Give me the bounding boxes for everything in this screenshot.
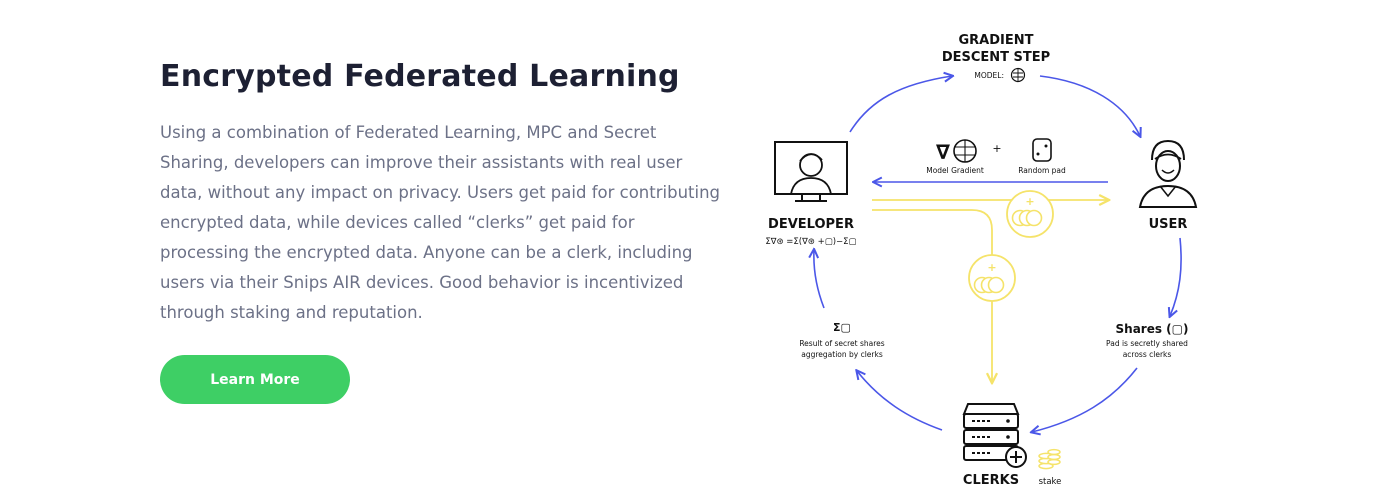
content-column: Encrypted Federated Learning Using a com… (160, 58, 720, 328)
transfer-plus: + (992, 142, 1001, 155)
shares-title: Shares (▢) (1116, 322, 1189, 336)
random-pad-icon (1032, 138, 1052, 162)
payment-arrow-to-clerks (872, 209, 992, 382)
coin-plus-clerks: + (987, 261, 996, 274)
stake-coins-icon (1038, 448, 1061, 470)
coins-icon (968, 254, 1016, 302)
gradient-step-title-line1: GRADIENT (959, 33, 1034, 48)
section-title: Encrypted Federated Learning (160, 59, 680, 94)
arrow-gradient-to-user (1039, 75, 1140, 136)
nabla-symbol: ∇ (936, 140, 950, 164)
arrow-shares-to-clerks (1032, 367, 1138, 432)
developer-monitor-icon (774, 141, 848, 202)
result-desc-line1: Result of secret shares (799, 339, 884, 348)
federated-learning-diagram: + + GRADIENT DESCENT STEP MODEL: DEVELOP… (765, 33, 1198, 488)
coin-plus-user: + (1025, 195, 1034, 208)
developer-formula: Σ∇⊛ =Σ(∇⊛ +▢)−Σ▢ (765, 237, 856, 247)
result-symbol: Σ▢ (833, 321, 851, 334)
gradient-step-title-line2: DESCENT STEP (942, 50, 1050, 65)
stake-label: stake (1039, 477, 1062, 487)
user-person-icon (1138, 139, 1198, 208)
shares-desc-line1: Pad is secretly shared (1106, 339, 1188, 348)
developer-label: DEVELOPER (768, 217, 854, 232)
model-label: MODEL: (974, 71, 1004, 80)
arrow-developer-to-gradient (849, 76, 952, 133)
clerks-server-icon (962, 403, 1027, 468)
brain-icon (1010, 67, 1026, 83)
shares-desc-line2: across clerks (1123, 350, 1172, 359)
clerks-label: CLERKS (963, 473, 1019, 488)
arrow-result-to-developer (814, 250, 825, 309)
learn-more-button[interactable]: Learn More (160, 355, 350, 404)
brain-icon (953, 139, 977, 163)
model-gradient-label: Model Gradient (926, 166, 984, 175)
user-label: USER (1149, 217, 1188, 232)
arrow-user-to-shares (1170, 237, 1182, 316)
arrow-clerks-to-result (857, 371, 943, 431)
random-pad-label: Random pad (1018, 166, 1066, 175)
coins-icon (1006, 190, 1054, 238)
result-desc-line2: aggregation by clerks (801, 350, 883, 359)
section-description: Using a combination of Federated Learnin… (160, 123, 721, 322)
